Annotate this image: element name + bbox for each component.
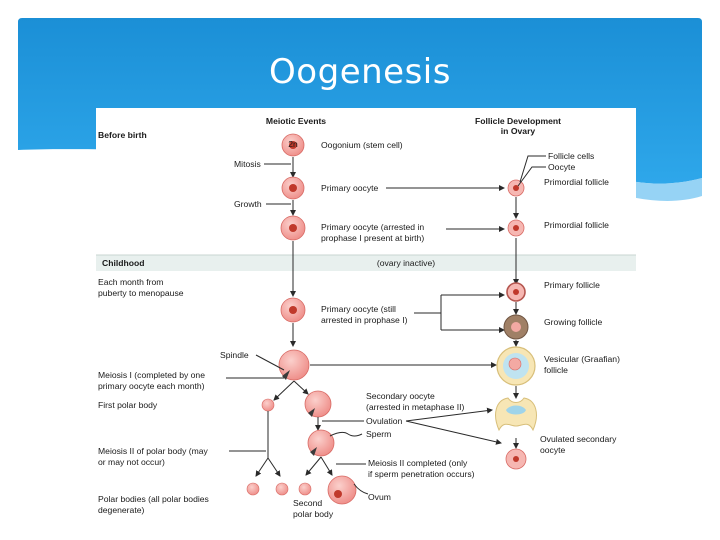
ovum-pointer xyxy=(353,483,369,495)
arrow-to-ovum xyxy=(320,456,333,476)
header-follicle-in-ovary: in Ovary xyxy=(501,126,536,136)
ovum-cell xyxy=(327,475,357,505)
polar-body-b xyxy=(275,482,289,496)
growing-follicle-oocyte xyxy=(511,322,521,332)
childhood-band xyxy=(96,255,636,271)
label-sperm: Sperm xyxy=(366,429,391,439)
follicle-cells-pointer xyxy=(519,155,546,183)
arrow-to-secondary xyxy=(293,380,309,395)
primary-follicle-oocyte xyxy=(513,289,519,295)
label-ovulation: Ovulation xyxy=(366,416,403,426)
label-vesicular-2: follicle xyxy=(544,365,568,375)
ruptured-antrum xyxy=(506,405,526,415)
label-growth: Growth xyxy=(234,199,262,209)
header-meiotic-events: Meiotic Events xyxy=(266,116,326,126)
header-follicle-development: Follicle Development xyxy=(475,116,561,126)
label-still-1: Primary oocyte (still xyxy=(321,304,396,314)
label-meiosis-two-2: if sperm penetration occurs) xyxy=(368,469,475,479)
second-polar-body xyxy=(298,482,312,496)
label-mitosis: Mitosis xyxy=(234,159,261,169)
primordial-oocyte-2 xyxy=(513,225,519,231)
label-secondary-2: (arrested in metaphase II) xyxy=(366,402,465,412)
label-follicle-cells: Follicle cells xyxy=(548,151,594,161)
label-ovulated-1: Ovulated secondary xyxy=(540,434,617,444)
label-meiosis-one-2: primary oocyte each month) xyxy=(98,381,205,391)
secondary-spindle xyxy=(308,408,315,417)
slide-title: Oogenesis xyxy=(269,52,451,92)
ovulation-arrow-follicle xyxy=(405,407,493,422)
ovulation-arrow-right xyxy=(405,420,502,445)
ovum-nucleus xyxy=(334,490,342,498)
label-ovulated-2: oocyte xyxy=(540,445,566,455)
label-arrested-2: prophase I present at birth) xyxy=(321,233,424,243)
label-primordial-1: Primordial follicle xyxy=(544,177,609,187)
stage-childhood: Childhood xyxy=(102,258,144,268)
polar-split-right xyxy=(267,457,281,477)
spindle-pointer xyxy=(255,354,285,371)
oogonium-mark: 2n xyxy=(288,139,298,149)
sperm-tail xyxy=(329,431,363,437)
label-arrested-1: Primary oocyte (arrested in xyxy=(321,222,424,232)
arrow-to-first-polar xyxy=(273,380,295,401)
meiosis-one-cell xyxy=(278,349,310,381)
label-second-polar-1: Second xyxy=(293,498,322,508)
label-oocyte: Oocyte xyxy=(548,162,575,172)
label-meiosis-one-1: Meiosis I (completed by one xyxy=(98,370,205,380)
arrested-oocyte-nucleus xyxy=(289,224,297,232)
ovulated-oocyte-nucleus xyxy=(513,456,519,462)
label-vesicular-1: Vesicular (Graafian) xyxy=(544,354,620,364)
fertilization-spindle xyxy=(310,447,317,456)
label-primary-oocyte: Primary oocyte xyxy=(321,183,379,193)
stage-ovary-inactive: (ovary inactive) xyxy=(377,258,435,268)
label-second-polar-2: polar body xyxy=(293,509,334,519)
label-meiosis-two-1: Meiosis II completed (only xyxy=(368,458,468,468)
stage-before-birth: Before birth xyxy=(98,130,147,140)
first-polar-body xyxy=(261,398,275,412)
label-monthly-2: puberty to menopause xyxy=(98,288,184,298)
oogenesis-figure: Meiotic Events Follicle Development in O… xyxy=(96,108,636,524)
label-monthly-1: Each month from xyxy=(98,277,163,287)
label-oogonium: Oogonium (stem cell) xyxy=(321,140,403,150)
label-primary-follicle: Primary follicle xyxy=(544,280,600,290)
label-spindle: Spindle xyxy=(220,350,249,360)
label-growing-follicle: Growing follicle xyxy=(544,317,602,327)
label-still-2: arrested in prophase I) xyxy=(321,315,408,325)
bracket-primary-growing xyxy=(414,295,442,330)
polar-split-left xyxy=(255,457,269,477)
label-secondary-1: Secondary oocyte xyxy=(366,391,435,401)
primordial-oocyte-1 xyxy=(513,185,519,191)
still-arrested-nucleus xyxy=(289,306,297,314)
label-meiosis-two-polar-1: Meiosis II of polar body (may xyxy=(98,446,209,456)
label-polar-bodies-2: degenerate) xyxy=(98,505,144,515)
oocyte-pointer xyxy=(517,166,546,187)
arrow-to-second-polar xyxy=(305,456,322,476)
primary-oocyte-nucleus xyxy=(289,184,297,192)
label-meiosis-two-polar-2: or may not occur) xyxy=(98,457,165,467)
vesicular-oocyte xyxy=(508,357,522,371)
label-first-polar: First polar body xyxy=(98,400,158,410)
oogenesis-diagram: Meiotic Events Follicle Development in O… xyxy=(96,116,636,519)
polar-body-a xyxy=(246,482,260,496)
label-primordial-2: Primordial follicle xyxy=(544,220,609,230)
label-polar-bodies-1: Polar bodies (all polar bodies xyxy=(98,494,209,504)
oogonium-nucleus xyxy=(289,141,297,149)
label-ovum: Ovum xyxy=(368,492,391,502)
